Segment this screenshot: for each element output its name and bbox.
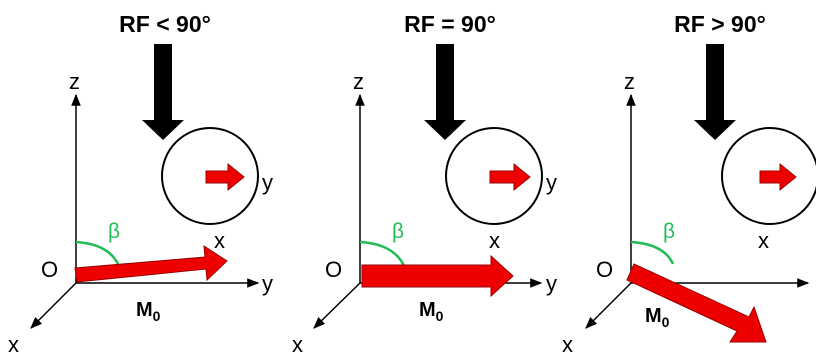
y-axis-label: y — [262, 271, 273, 296]
transverse-magnetization-arrow — [759, 162, 797, 192]
beta-label: β — [108, 220, 120, 243]
m0-label: M0 — [136, 299, 161, 324]
m0-label: M0 — [645, 305, 670, 330]
circle-x-label: x — [214, 228, 225, 253]
beta-label: β — [392, 220, 404, 243]
z-axis-label: z — [69, 69, 80, 94]
panel-title: RF > 90° — [674, 11, 766, 37]
circle-x-label: x — [758, 228, 769, 253]
beta-angle-arc — [630, 240, 675, 265]
x-axis-label: x — [8, 332, 19, 353]
panel-title: RF = 90° — [404, 11, 496, 37]
origin-label: O — [596, 257, 613, 282]
beta-label: β — [663, 220, 675, 243]
net-magnetization-arrow — [361, 254, 514, 298]
circle-y-label: y — [546, 170, 557, 195]
m0-label: M0 — [419, 299, 444, 324]
net-magnetization-arrow — [626, 263, 767, 343]
x-axis — [585, 282, 632, 329]
transverse-circle — [721, 127, 816, 225]
panel-rf-greater-90: RF > 90° x z x O β M0 — [562, 11, 816, 353]
x-axis-label: x — [292, 332, 303, 353]
origin-label: O — [325, 257, 342, 282]
origin-label: O — [41, 257, 58, 282]
beta-angle-arc — [75, 240, 120, 265]
panel-rf-less-90: RF < 90° y x z y x O β M0 — [8, 11, 273, 353]
y-axis-label: y — [546, 271, 557, 296]
z-axis-label: z — [624, 69, 635, 94]
x-axis-label: x — [562, 332, 573, 353]
z-axis-label: z — [353, 69, 364, 94]
transverse-magnetization-arrow — [489, 162, 531, 192]
panel-rf-equal-90: RF = 90° y x z y x O β M0 — [292, 11, 557, 353]
net-magnetization-arrow — [74, 245, 228, 283]
transverse-circle — [445, 127, 543, 225]
panel-title: RF < 90° — [119, 11, 211, 37]
rf-pulse-arrow — [142, 44, 184, 140]
x-axis — [313, 282, 361, 329]
rf-pulse-arrow — [694, 44, 736, 140]
transverse-circle — [161, 127, 259, 225]
rf-pulse-arrow — [424, 44, 466, 140]
circle-x-label: x — [489, 228, 500, 253]
beta-angle-arc — [359, 240, 406, 267]
x-axis — [30, 282, 77, 329]
transverse-magnetization-arrow — [205, 162, 245, 192]
circle-y-label: y — [262, 170, 273, 195]
